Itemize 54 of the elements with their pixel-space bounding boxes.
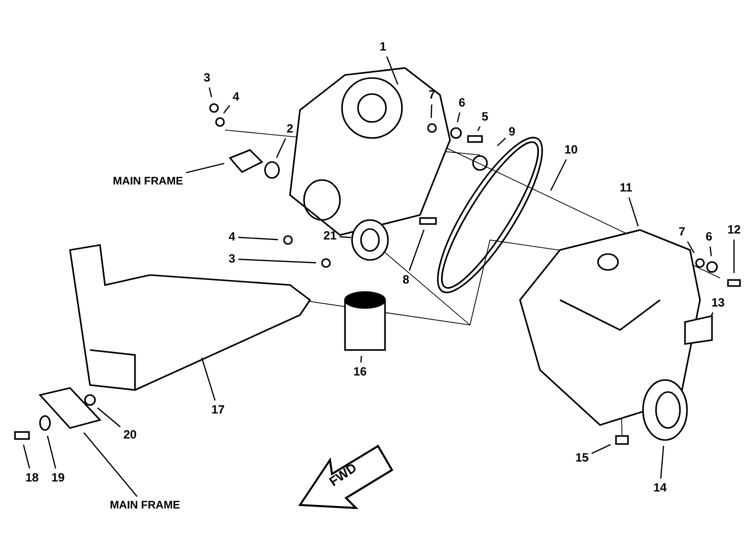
leader-line — [22, 444, 30, 469]
callout-number: 20 — [123, 428, 137, 442]
callout-number: 4 — [228, 230, 236, 244]
leader-line — [238, 258, 316, 264]
part-label: MAIN FRAME — [110, 500, 180, 512]
callout-number: 3 — [228, 252, 236, 266]
callout-number: 8 — [402, 274, 410, 286]
leader-line — [550, 159, 567, 191]
leader-line — [591, 444, 611, 454]
leader-line — [186, 162, 224, 174]
callout-number: 17 — [211, 404, 225, 416]
callout-number: 7 — [678, 226, 686, 238]
callout-number: 15 — [575, 452, 589, 464]
leader-line — [46, 436, 56, 469]
leader-line — [201, 358, 216, 401]
callout-number: 10 — [564, 144, 578, 156]
direction-label: FWD — [326, 460, 360, 490]
callout-number: 3 — [204, 72, 210, 84]
callout-number: 11 — [620, 182, 632, 194]
leader-line — [660, 446, 664, 479]
callout-number: 19 — [51, 472, 65, 484]
callout-number: 16 — [353, 366, 367, 378]
leader-line — [386, 56, 398, 85]
part-label: MAIN FRAME — [112, 176, 184, 188]
leader-line — [97, 407, 121, 428]
leader-line — [710, 312, 714, 317]
leader-line — [686, 241, 695, 254]
callout-number: 5 — [482, 110, 488, 124]
callout-number: 6 — [458, 96, 466, 110]
leader-line — [456, 112, 460, 122]
callout-number: 12 — [727, 224, 741, 236]
leader-line — [360, 356, 362, 363]
leader-line — [628, 197, 639, 226]
leader-line — [238, 236, 278, 240]
callout-number: 4 — [232, 90, 240, 104]
callout-number: 13 — [711, 296, 725, 310]
leader-line — [430, 104, 432, 118]
leader-line — [477, 126, 481, 131]
leader-line — [83, 432, 138, 497]
callout-number: 21 — [323, 230, 337, 242]
callout-number: 2 — [286, 122, 294, 136]
leader-line — [733, 240, 735, 273]
callout-number: 18 — [25, 472, 39, 484]
leader-line — [208, 87, 212, 98]
leader-line — [408, 229, 425, 271]
leader-line — [276, 138, 286, 158]
leader-line — [710, 246, 712, 256]
leader-line — [223, 104, 230, 114]
callout-number: 1 — [380, 40, 386, 54]
callout-number: 14 — [653, 482, 667, 494]
callout-number: 6 — [706, 230, 712, 244]
leader-line — [340, 236, 352, 238]
callout-number: 9 — [508, 126, 516, 138]
leader-line — [496, 138, 506, 146]
